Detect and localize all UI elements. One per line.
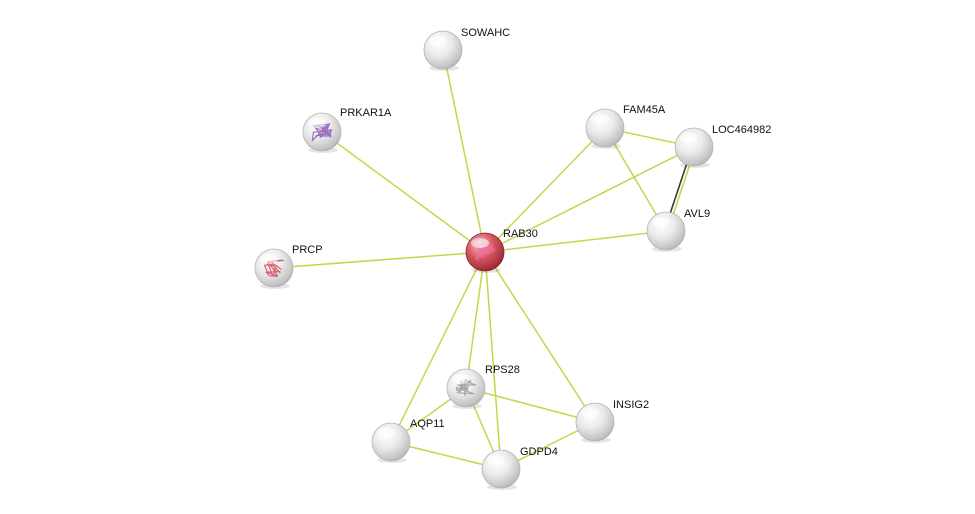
- node-layer: RAB30 SOWAHC PRKAR1A FAM45A LOC464982AVL9PRC…: [254, 27, 771, 490]
- node-sphere: [423, 30, 463, 70]
- node-label-loc464982: LOC464982: [712, 124, 771, 136]
- node-fam45a[interactable]: FAM45A: [585, 104, 666, 149]
- edge-rab30-gdpd4[interactable]: [484, 251, 502, 470]
- node-sphere: [302, 112, 342, 152]
- node-sphere: [575, 402, 615, 442]
- edge-rab30-avl9[interactable]: [484, 230, 667, 253]
- node-highlight: [581, 408, 599, 418]
- edge-rab30-loc464982[interactable]: [484, 146, 695, 253]
- node-highlight: [680, 133, 698, 143]
- node-highlight: [471, 238, 489, 248]
- edge-rab30-rps28[interactable]: [465, 251, 486, 389]
- node-highlight: [591, 114, 609, 124]
- node-label-fam45a: FAM45A: [623, 104, 666, 116]
- edge-rab30-sowahc[interactable]: [442, 49, 486, 253]
- node-label-aqp11: AQP11: [410, 418, 445, 430]
- node-highlight: [452, 374, 470, 384]
- node-highlight: [429, 36, 447, 46]
- protein-structure-icon: [311, 122, 333, 142]
- edge-rps28-insig2[interactable]: [465, 387, 596, 423]
- node-sphere: [371, 422, 411, 462]
- node-label-avl9: AVL9: [684, 208, 710, 220]
- node-highlight: [487, 455, 505, 465]
- node-sphere: [674, 127, 714, 167]
- node-rps28[interactable]: RPS28: [446, 364, 520, 409]
- node-label-prkar1a: PRKAR1A: [340, 107, 392, 119]
- node-highlight: [377, 428, 395, 438]
- edge-rab30-prkar1a[interactable]: [321, 131, 486, 253]
- edge-rab30-aqp11[interactable]: [390, 251, 486, 443]
- node-sphere: [646, 211, 686, 251]
- node-highlight: [652, 217, 670, 227]
- protein-structure-icon: [263, 259, 284, 277]
- node-label-prcp: PRCP: [292, 244, 323, 256]
- edge-fam45a-avl9[interactable]: [604, 127, 667, 232]
- node-sowahc[interactable]: SOWAHC: [423, 27, 510, 71]
- protein-structure-icon: [475, 243, 496, 261]
- node-rab30[interactable]: RAB30: [465, 228, 538, 273]
- node-label-sowahc: SOWAHC: [461, 27, 510, 39]
- node-loc464982[interactable]: LOC464982: [674, 124, 771, 168]
- node-sphere: [465, 232, 505, 272]
- node-sphere: [254, 248, 294, 288]
- node-label-rab30: RAB30: [503, 228, 538, 240]
- node-sphere: [481, 449, 521, 489]
- node-prcp[interactable]: PRCP: [254, 244, 323, 289]
- node-label-rps28: RPS28: [485, 364, 520, 376]
- node-sphere: [585, 108, 625, 148]
- node-label-insig2: INSIG2: [613, 399, 649, 411]
- node-avl9[interactable]: AVL9: [646, 208, 710, 252]
- node-aqp11[interactable]: AQP11: [371, 418, 445, 463]
- node-gdpd4[interactable]: GDPD4: [481, 446, 558, 490]
- node-highlight: [260, 254, 278, 264]
- node-prkar1a[interactable]: PRKAR1A: [302, 107, 392, 153]
- edge-rab30-fam45a[interactable]: [484, 127, 606, 253]
- node-insig2[interactable]: INSIG2: [575, 399, 649, 443]
- node-label-gdpd4: GDPD4: [520, 446, 558, 458]
- edge-rab30-insig2[interactable]: [484, 251, 596, 423]
- edge-rab30-prcp[interactable]: [273, 251, 486, 269]
- node-highlight: [308, 118, 326, 128]
